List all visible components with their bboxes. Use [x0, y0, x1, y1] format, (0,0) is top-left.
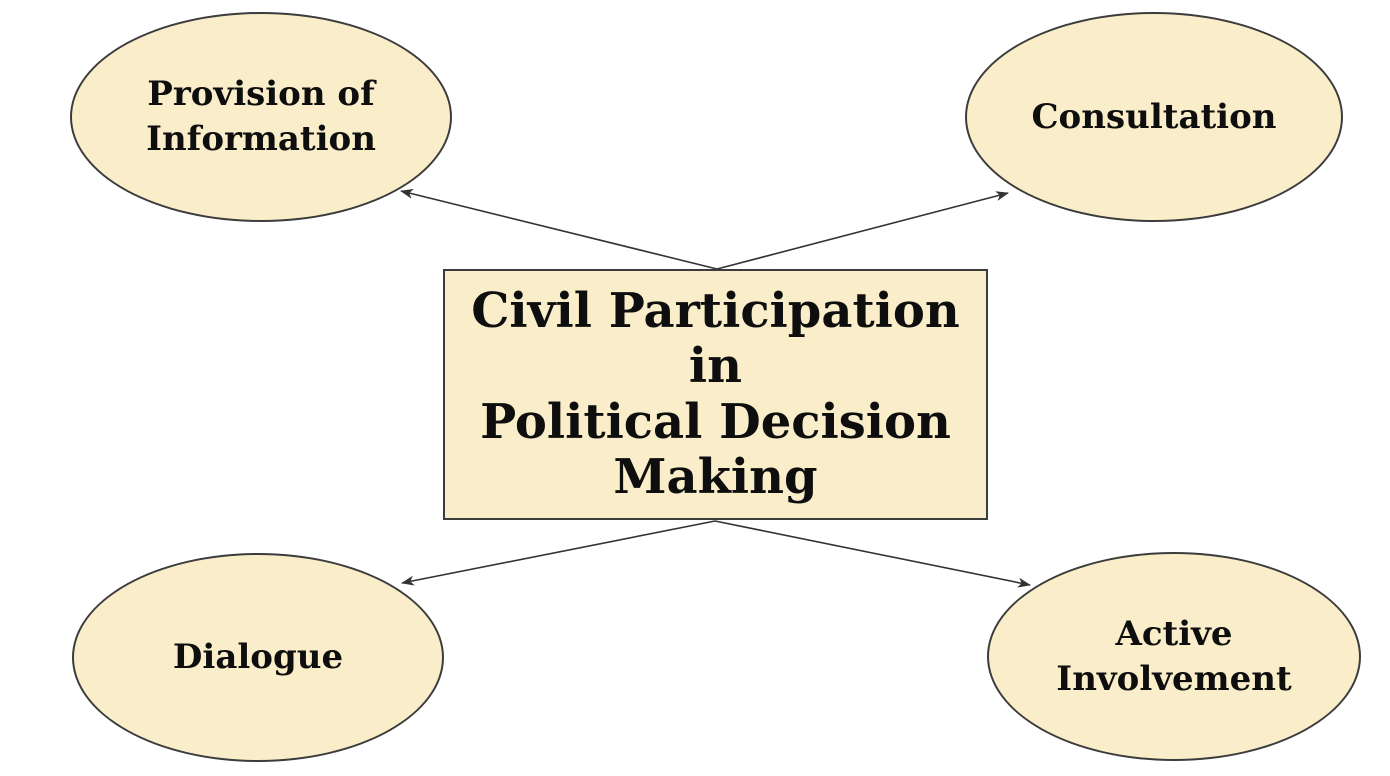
node-consultation-label: Consultation: [1031, 96, 1277, 137]
node-center: Civil Participation in Political Decisio…: [443, 269, 988, 520]
node-center-label: Civil Participation in Political Decisio…: [471, 283, 960, 505]
node-provision-of-information-label: Provision of Information: [146, 74, 376, 159]
node-active-involvement-label: Active Involvement: [1056, 613, 1292, 699]
connector-center-to-provision-of-information: [400, 189, 718, 270]
connector-center-to-dialogue: [401, 520, 716, 586]
node-active-involvement: Active Involvement: [987, 552, 1361, 761]
node-provision-of-information: Provision of Information: [70, 12, 452, 222]
connector-center-to-consultation: [716, 191, 1009, 270]
connector-center-to-active-involvement: [714, 520, 1031, 588]
node-dialogue-label: Dialogue: [172, 637, 344, 678]
node-consultation: Consultation: [965, 12, 1343, 222]
node-dialogue: Dialogue: [72, 553, 444, 762]
